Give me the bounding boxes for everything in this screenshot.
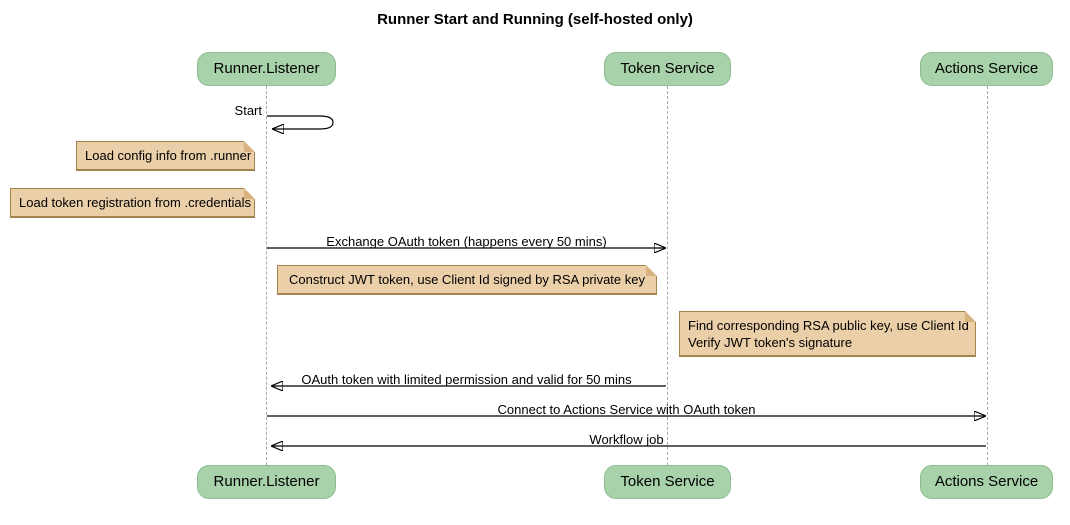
diagram-title: Runner Start and Running (self-hosted on… xyxy=(377,11,693,28)
message-label-connect-actions: Connect to Actions Service with OAuth to… xyxy=(497,402,756,417)
lifeline-token-service xyxy=(667,86,668,465)
note-line: Verify JWT token's signature xyxy=(688,335,853,350)
participant-token-service-top: Token Service xyxy=(604,52,731,86)
participant-actions-service-top: Actions Service xyxy=(920,52,1053,86)
message-label-exchange-oauth: Exchange OAuth token (happens every 50 m… xyxy=(326,234,607,249)
lifeline-actions-service xyxy=(987,86,988,465)
message-label-oauth-return: OAuth token with limited permission and … xyxy=(301,372,632,387)
message-label-workflow-job: Workflow job xyxy=(589,432,664,447)
participant-actions-service-bottom: Actions Service xyxy=(920,465,1053,499)
note-line: Load config info from .runner xyxy=(85,148,252,163)
note-line: Construct JWT token, use Client Id signe… xyxy=(289,272,645,287)
lifeline-runner-listener xyxy=(266,86,267,465)
message-label-start: Start xyxy=(234,103,262,118)
participant-token-service-bottom: Token Service xyxy=(604,465,731,499)
participant-runner-listener-top: Runner.Listener xyxy=(197,52,336,86)
note-line: Find corresponding RSA public key, use C… xyxy=(688,318,969,333)
note-load-config: Load config info from .runner xyxy=(76,141,255,171)
note-line: Load token registration from .credential… xyxy=(19,195,251,210)
note-load-token-registration: Load token registration from .credential… xyxy=(10,188,255,218)
participant-runner-listener-bottom: Runner.Listener xyxy=(197,465,336,499)
message-line-start-self xyxy=(267,115,334,129)
note-verify-jwt: Find corresponding RSA public key, use C… xyxy=(679,311,976,357)
note-construct-jwt: Construct JWT token, use Client Id signe… xyxy=(277,265,657,295)
